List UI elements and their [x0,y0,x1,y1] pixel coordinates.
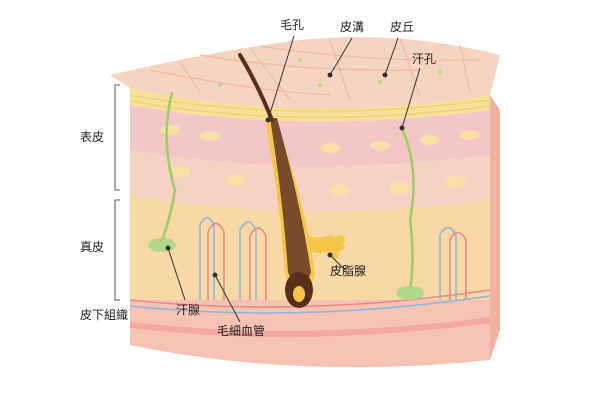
block-side-face [490,95,500,360]
label-sweat-pore: 汗孔 [412,52,436,66]
label-epidermis: 表皮 [80,130,104,144]
label-skin-groove: 皮溝 [340,20,364,34]
label-sweat-gland: 汗腺 [176,303,200,317]
label-sebaceous-gland: 皮脂腺 [330,264,366,278]
layer-brackets [115,85,120,300]
label-skin-ridge: 皮丘 [390,20,414,34]
label-capillary: 毛細血管 [217,324,265,338]
label-subcutaneous: 皮下組織 [80,308,128,322]
label-dermis: 真皮 [80,240,104,254]
label-hair-pore: 毛孔 [280,18,304,32]
